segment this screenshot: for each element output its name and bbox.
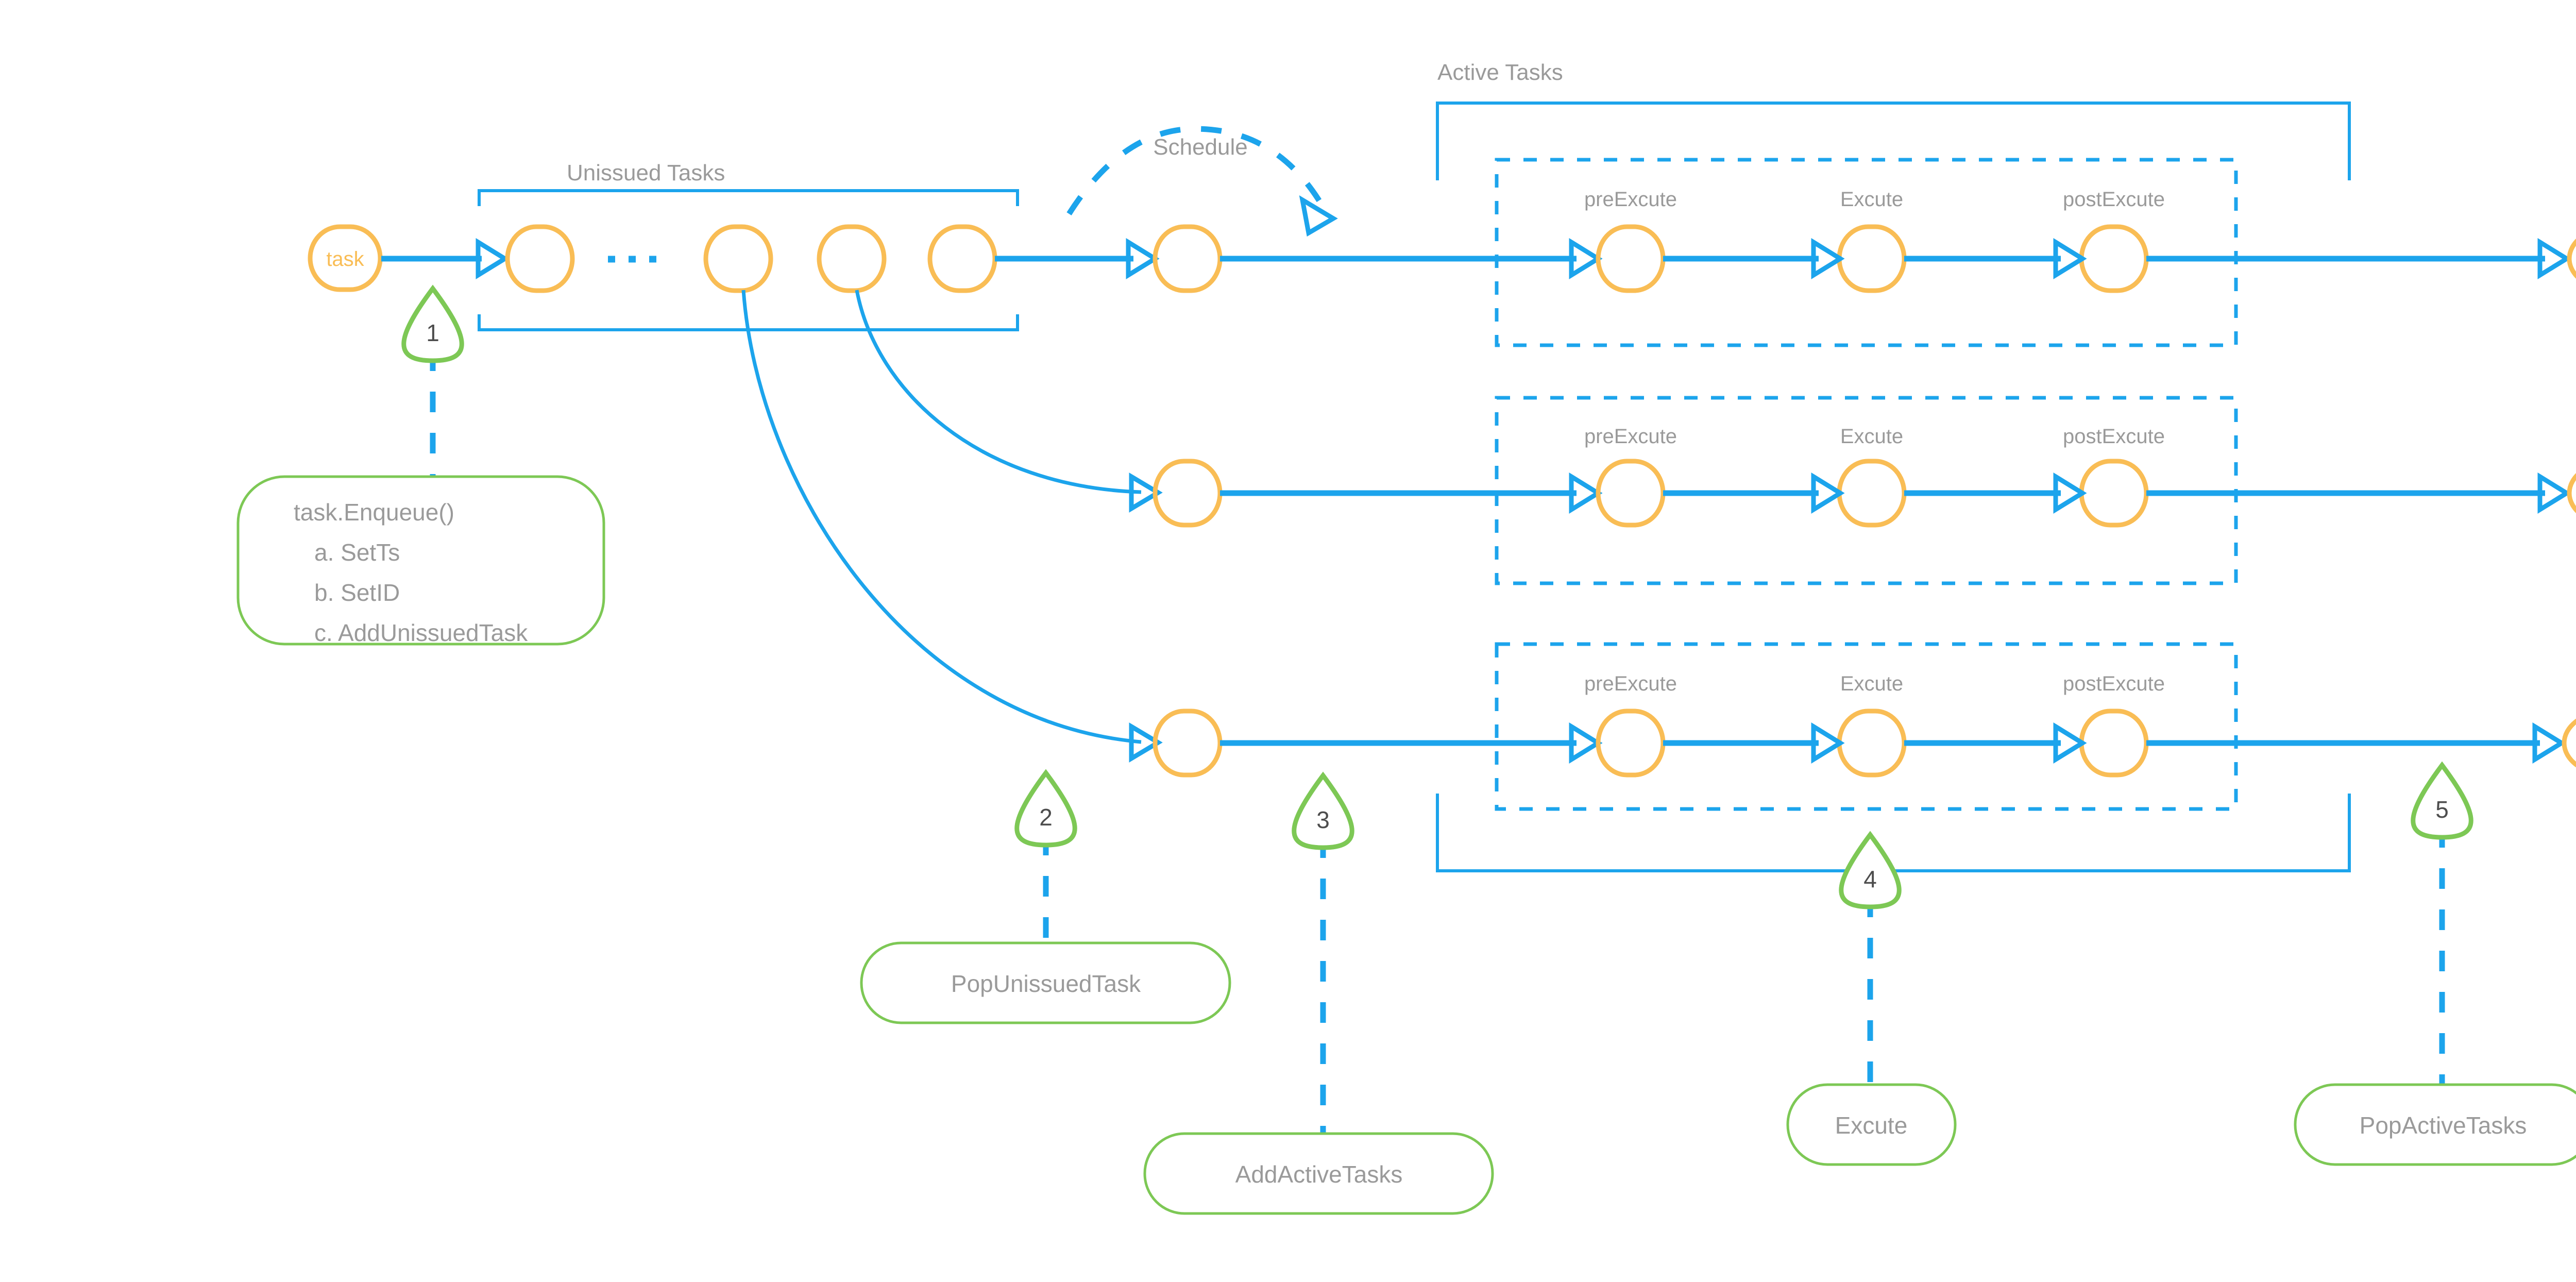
stage-node-exec [1837, 709, 1907, 778]
edge-queue-to-schedule [995, 238, 1160, 280]
start-node-label: task [326, 248, 364, 271]
unissued-queue-nodes [505, 224, 997, 293]
terminal-node [2562, 718, 2576, 768]
excute-callout [1786, 1083, 1957, 1166]
enqueue-callout-step: b. SetID [314, 579, 400, 606]
stage-label-exec: Excute [1840, 188, 1903, 211]
queue-node [703, 224, 773, 293]
schedule-arrow [1066, 126, 1338, 237]
stage-label-post: postExcute [2063, 188, 2165, 211]
edge-queue-to-row2 [855, 290, 1163, 513]
unissued-tasks-label: Unissued Tasks [567, 160, 725, 185]
stage-node-post [2079, 459, 2149, 528]
pop-active-tasks-label: PopActiveTasks [2360, 1112, 2527, 1139]
stage-label-exec: Excute [1840, 672, 1903, 695]
queue-node [817, 224, 887, 293]
marker-3 [1292, 771, 1354, 1134]
terminal-node [2567, 473, 2576, 514]
row-1 [1153, 158, 2576, 347]
enqueue-callout-box [236, 475, 605, 646]
marker-1-number: 1 [426, 319, 439, 346]
stage-node-post [2079, 709, 2149, 778]
pop-active-tasks-callout [2294, 1083, 2576, 1166]
stage-node-exec [1837, 459, 1907, 528]
stage-node-exec [1837, 224, 1907, 293]
marker-5-number: 5 [2435, 796, 2449, 823]
row-entry-node [1153, 709, 1223, 778]
add-active-tasks-label: AddActiveTasks [1235, 1161, 1403, 1188]
stage-node-pre [1596, 224, 1666, 293]
stage-label-pre: preExcute [1584, 188, 1677, 211]
row-entry-node [1153, 224, 1223, 293]
enqueue-callout-step: a. SetTs [314, 539, 400, 566]
marker-2 [1014, 769, 1077, 943]
marker-1 [401, 284, 464, 477]
marker-4 [1839, 831, 1902, 1085]
unissued-tasks-bracket [478, 189, 1019, 331]
marker-3-number: 3 [1316, 806, 1330, 833]
terminal-node [2567, 238, 2576, 279]
queue-node [505, 224, 575, 293]
stage-label-pre: preExcute [1584, 425, 1677, 448]
marker-2-number: 2 [1039, 804, 1053, 831]
marker-4-number: 4 [1863, 866, 1877, 892]
pop-unissued-task-callout [860, 941, 1231, 1024]
excute-label: Excute [1835, 1112, 1908, 1139]
pipeline-box [1495, 158, 2238, 347]
start-node-task [308, 224, 383, 292]
enqueue-callout-title: task.Enqueue() [294, 499, 454, 526]
stage-label-pre: preExcute [1584, 672, 1677, 695]
edge-queue-to-row3 [741, 290, 1163, 763]
row-entry-node [1153, 459, 1223, 528]
stage-node-pre [1596, 709, 1666, 778]
row-3 [1153, 642, 2576, 811]
stage-label-post: postExcute [2063, 672, 2165, 695]
queue-node [927, 224, 997, 293]
stage-label-post: postExcute [2063, 425, 2165, 448]
marker-5 [2411, 761, 2473, 1085]
active-tasks-label: Active Tasks [1437, 60, 1563, 85]
edge-task-to-queue [381, 238, 510, 280]
stage-label-exec: Excute [1840, 425, 1903, 448]
stage-node-pre [1596, 459, 1666, 528]
stage-node-post [2079, 224, 2149, 293]
enqueue-callout-step: c. AddUnissuedTask [314, 619, 528, 646]
pipeline-box [1495, 642, 2238, 811]
schedule-label: Schedule [1153, 134, 1247, 160]
row-2 [1153, 396, 2576, 585]
pop-unissued-task-label: PopUnissuedTask [951, 970, 1141, 997]
add-active-tasks-callout [1143, 1132, 1494, 1215]
